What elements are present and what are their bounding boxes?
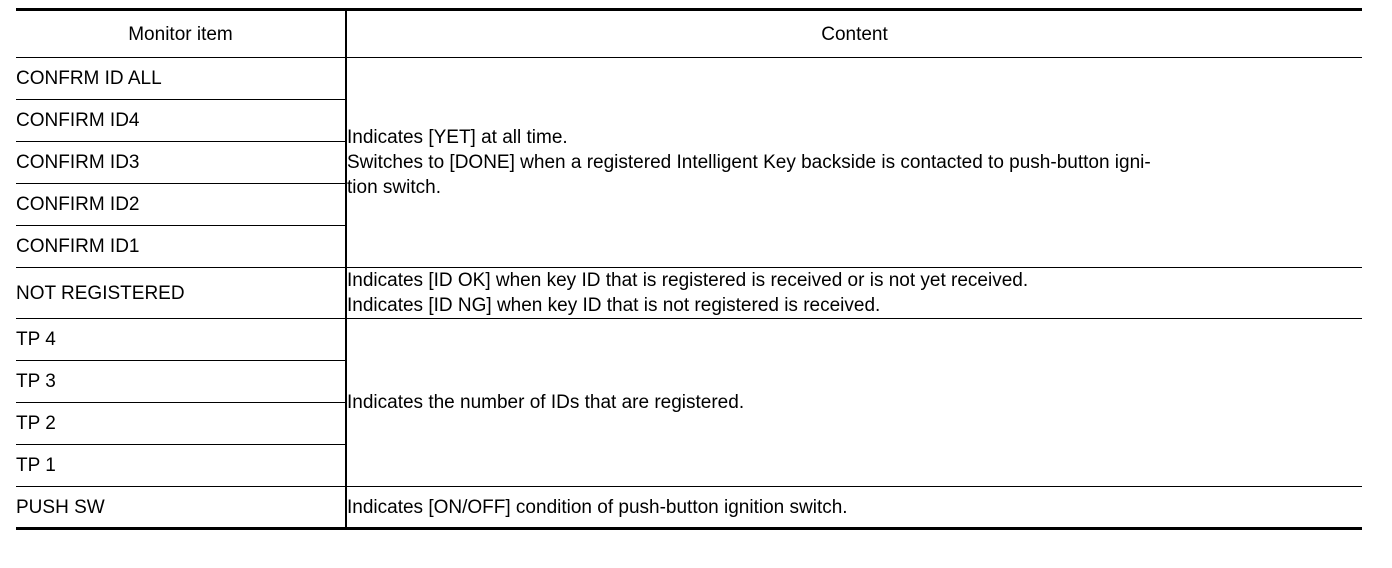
monitor-item-cell: TP 4 [16, 318, 347, 361]
monitor-item-cell: CONFIRM ID2 [16, 183, 347, 226]
content-line: Indicates [ID OK] when key ID that is re… [347, 270, 1029, 291]
monitor-item-cell: TP 3 [16, 360, 347, 403]
content-line: Switches to [DONE] when a registered Int… [347, 152, 1151, 173]
column-header-content: Content [346, 9, 1362, 58]
content-cell: Indicates [YET] at all time. Switches to … [346, 57, 1362, 268]
monitor-item-cell: TP 1 [16, 444, 347, 487]
table-row: CONFIRM ID3 [16, 141, 1362, 184]
content-line: Indicates [ID NG] when key ID that is no… [347, 295, 881, 316]
content-cell: Indicates [ID OK] when key ID that is re… [346, 267, 1362, 319]
monitor-item-cell: CONFRM ID ALL [16, 57, 347, 100]
table-row: TP 3 [16, 360, 1362, 403]
table-header: Monitor item Content [16, 9, 1362, 58]
content-line: Indicates [ON/OFF] condition of push-but… [347, 496, 848, 518]
monitor-item-cell: NOT REGISTERED [16, 267, 347, 319]
table-row: TP 1 [16, 444, 1362, 487]
content-line: tion switch. [347, 177, 441, 198]
monitor-item-cell: PUSH SW [16, 486, 347, 529]
content-cell: Indicates [ON/OFF] condition of push-but… [346, 487, 1362, 529]
column-header-monitor-item: Monitor item [16, 9, 347, 58]
monitor-item-cell: CONFIRM ID4 [16, 99, 347, 142]
monitor-item-cell: CONFIRM ID1 [16, 225, 347, 268]
table-row: CONFIRM ID1 [16, 225, 1362, 268]
content-cell: Indicates the number of IDs that are reg… [346, 318, 1362, 487]
table-header-row: Monitor item Content [16, 9, 1362, 58]
monitor-item-cell: TP 2 [16, 402, 347, 445]
content-line: Indicates [YET] at all time. [347, 127, 568, 148]
table-row: CONFIRM ID4 [16, 99, 1362, 142]
table-row: CONFIRM ID2 [16, 183, 1362, 226]
content-line: Indicates the number of IDs that are reg… [347, 392, 745, 413]
table-row: TP 4 Indicates the number of IDs that are… [16, 318, 1362, 487]
table-row: TP 2 [16, 402, 1362, 445]
monitor-item-cell: CONFIRM ID3 [16, 141, 347, 184]
